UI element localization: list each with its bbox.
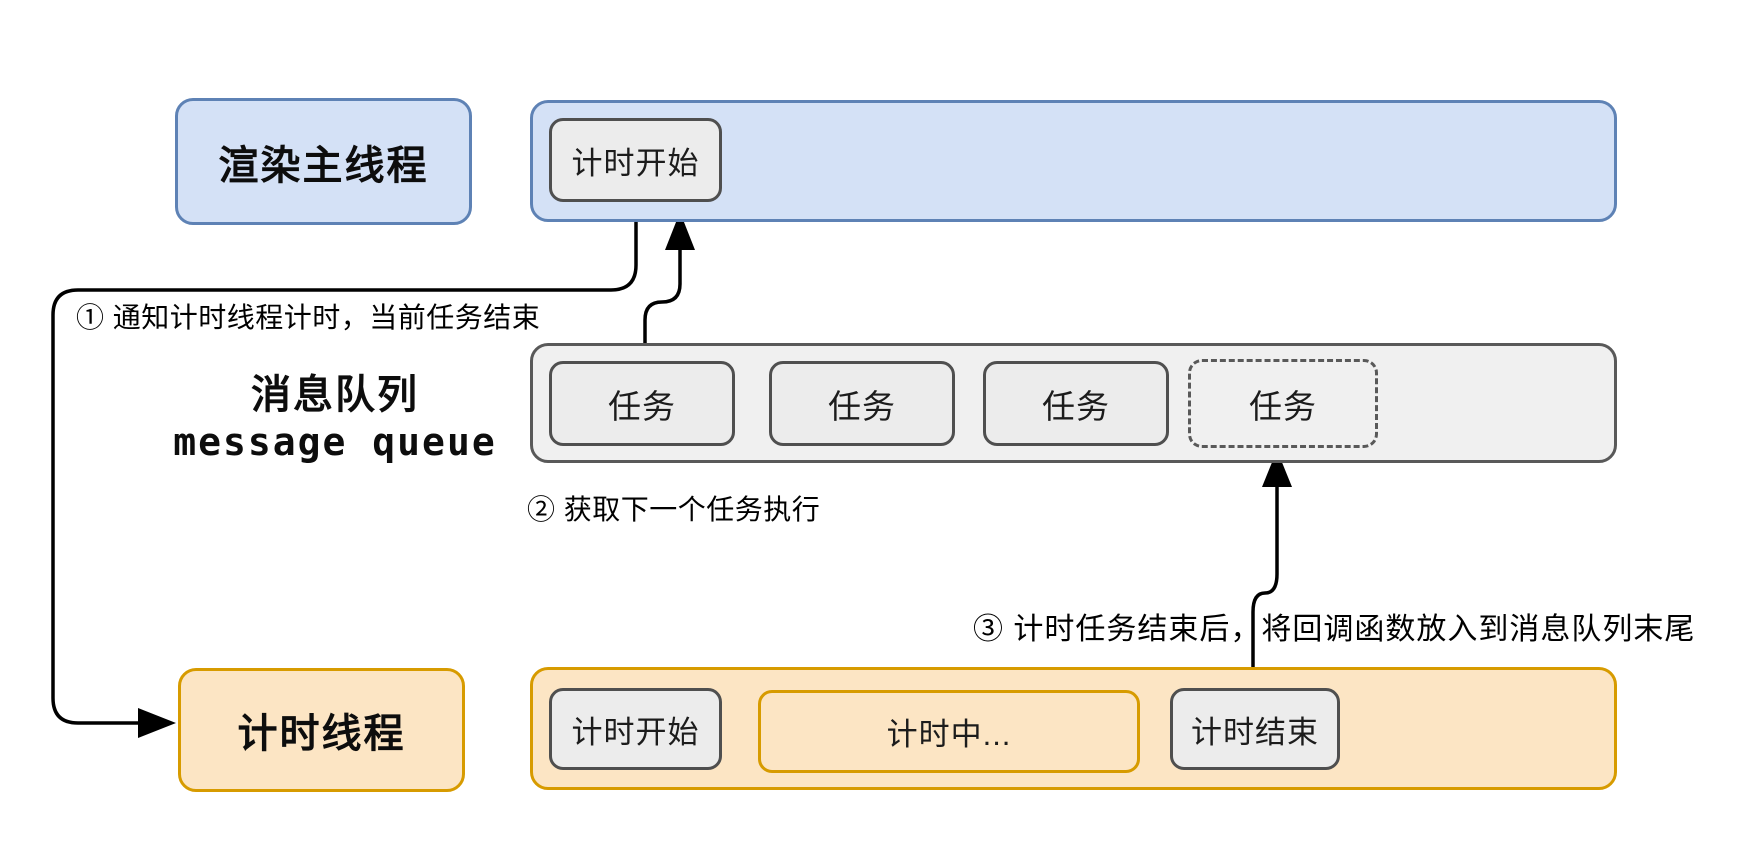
task-label: 任务 <box>608 387 676 425</box>
task-box-4-dashed: 任务 <box>1188 359 1378 448</box>
annotation-notify-timer: ① 通知计时线程计时，当前任务结束 <box>76 302 541 333</box>
task-label: 任务 <box>828 387 896 425</box>
task-label: 任务 <box>1042 387 1110 425</box>
timer-thread-bar: 计时开始 计时中... 计时结束 <box>530 667 1617 790</box>
annotation-get-next-task: ② 获取下一个任务执行 <box>527 494 821 525</box>
message-queue-bar: 任务 任务 任务 任务 <box>530 343 1617 463</box>
arrow-enqueue-callback <box>1251 450 1292 690</box>
message-queue-label-en: message queue <box>173 420 497 464</box>
timing-in-progress-label: 计时中... <box>886 717 1012 752</box>
render-main-thread-bar: 计时开始 <box>530 100 1617 222</box>
message-queue-label-cn: 消息队列 <box>251 373 419 417</box>
timer-thread-label-box: 计时线程 <box>178 668 465 792</box>
timer-start-box-timer-thread: 计时开始 <box>549 688 722 770</box>
timer-start-label: 计时开始 <box>571 714 700 750</box>
task-box-2: 任务 <box>769 361 955 446</box>
timer-end-box: 计时结束 <box>1170 688 1340 770</box>
arrow-next-task <box>643 212 695 360</box>
timer-end-label: 计时结束 <box>1191 714 1319 750</box>
render-main-thread-label: 渲染主线程 <box>218 143 429 188</box>
render-main-thread-label-box: 渲染主线程 <box>175 98 472 225</box>
timer-thread-label: 计时线程 <box>237 712 406 756</box>
arrow-notify-timer-thread <box>51 201 638 738</box>
timer-start-box-main: 计时开始 <box>549 118 722 202</box>
timing-in-progress-box: 计时中... <box>758 690 1140 773</box>
task-box-3: 任务 <box>983 361 1169 446</box>
timer-start-label-main: 计时开始 <box>571 145 700 181</box>
task-box-1: 任务 <box>549 361 735 446</box>
annotation-enqueue-callback: ③ 计时任务结束后，将回调函数放入到消息队列末尾 <box>973 613 1696 646</box>
task-label: 任务 <box>1249 387 1317 425</box>
